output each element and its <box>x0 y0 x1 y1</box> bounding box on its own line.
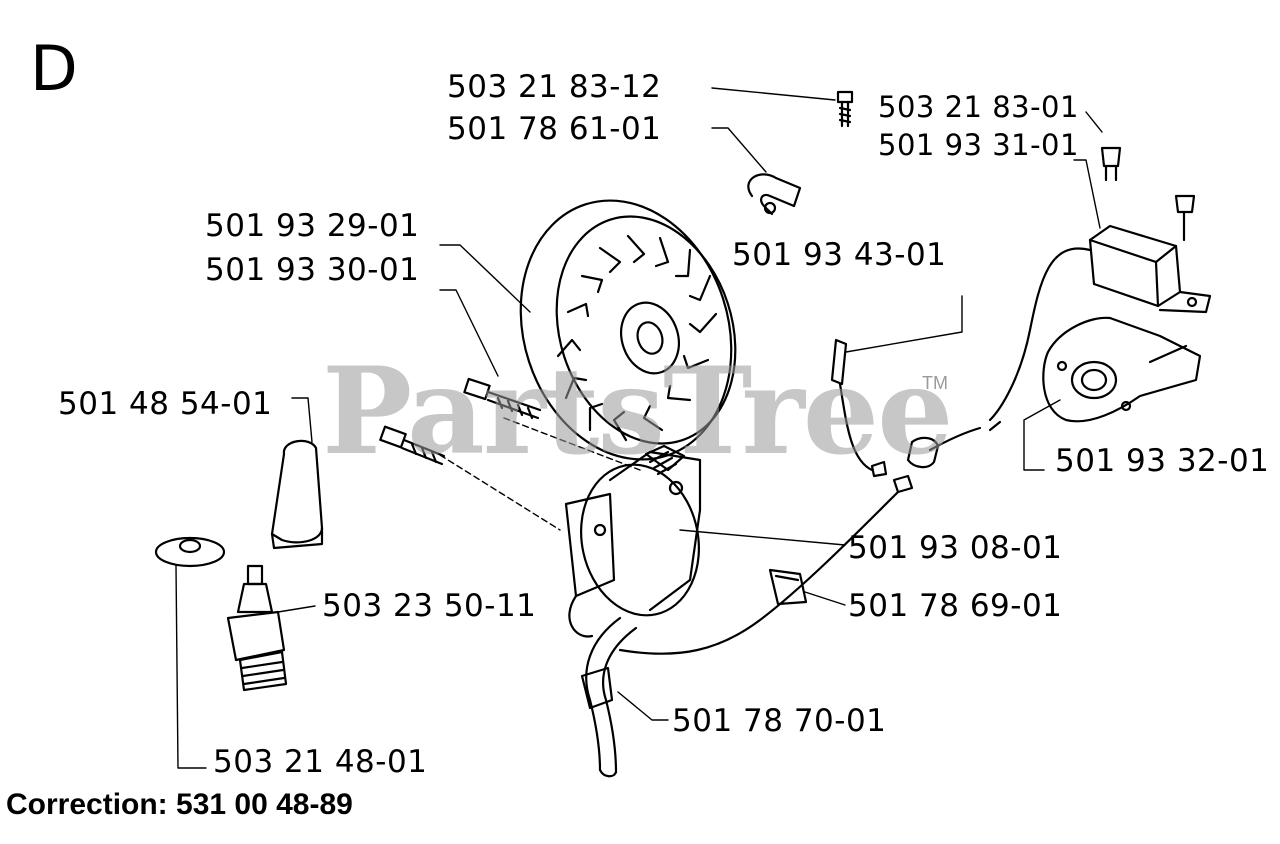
part-label-501-78-70-01: 501 78 70-01 <box>672 703 887 739</box>
module-501-93-31-01 <box>988 224 1212 422</box>
hose-501-78-70-01 <box>580 616 638 778</box>
screw-503-21-83-12 <box>836 90 854 128</box>
flywheel <box>519 199 737 461</box>
part-label-501-93-30-01: 501 93 30-01 <box>205 252 420 288</box>
part-label-501-93-43-01: 501 93 43-01 <box>732 237 947 273</box>
correction-note: Correction: 531 00 48-89 <box>6 788 353 821</box>
coil-bolt <box>379 425 446 466</box>
part-label-503-23-50-11: 503 23 50-11 <box>322 588 537 624</box>
part-label-503-21-83-12: 503 21 83-12 <box>447 69 662 105</box>
trademark-symbol: TM <box>922 373 948 393</box>
leader-lines <box>175 87 1103 769</box>
part-label-501-93-32-01: 501 93 32-01 <box>1055 443 1270 479</box>
screw-503-21-83-01 <box>1100 146 1122 182</box>
watermark: PartsTree <box>322 341 953 482</box>
clamp-501-93-43-01 <box>747 173 802 216</box>
ignition-coil-501-93-08-01 <box>564 444 702 638</box>
spark-plug-boot-501-48-54-01 <box>270 439 324 550</box>
grommet-501-78-69-01 <box>768 568 808 606</box>
bracket-501-93-32-01 <box>1042 316 1202 423</box>
part-label-501-48-54-01: 501 48 54-01 <box>58 386 273 422</box>
part-label-503-21-48-01: 503 21 48-01 <box>213 744 428 780</box>
screw-mount <box>1174 194 1196 242</box>
flywheel-bolt <box>463 377 542 420</box>
washer <box>154 536 226 568</box>
part-label-501-78-69-01: 501 78 69-01 <box>848 588 1063 624</box>
spark-plug-503-23-50-11 <box>226 564 288 692</box>
part-label-501-93-31-01: 501 93 31-01 <box>878 128 1079 162</box>
section-letter: D <box>30 32 78 105</box>
part-label-501-93-29-01: 501 93 29-01 <box>205 208 420 244</box>
connector-wires <box>618 338 1002 655</box>
part-label-503-21-83-01: 503 21 83-01 <box>878 90 1079 124</box>
part-label-501-93-08-01: 501 93 08-01 <box>848 530 1063 566</box>
part-label-501-78-61-01: 501 78 61-01 <box>447 111 662 147</box>
